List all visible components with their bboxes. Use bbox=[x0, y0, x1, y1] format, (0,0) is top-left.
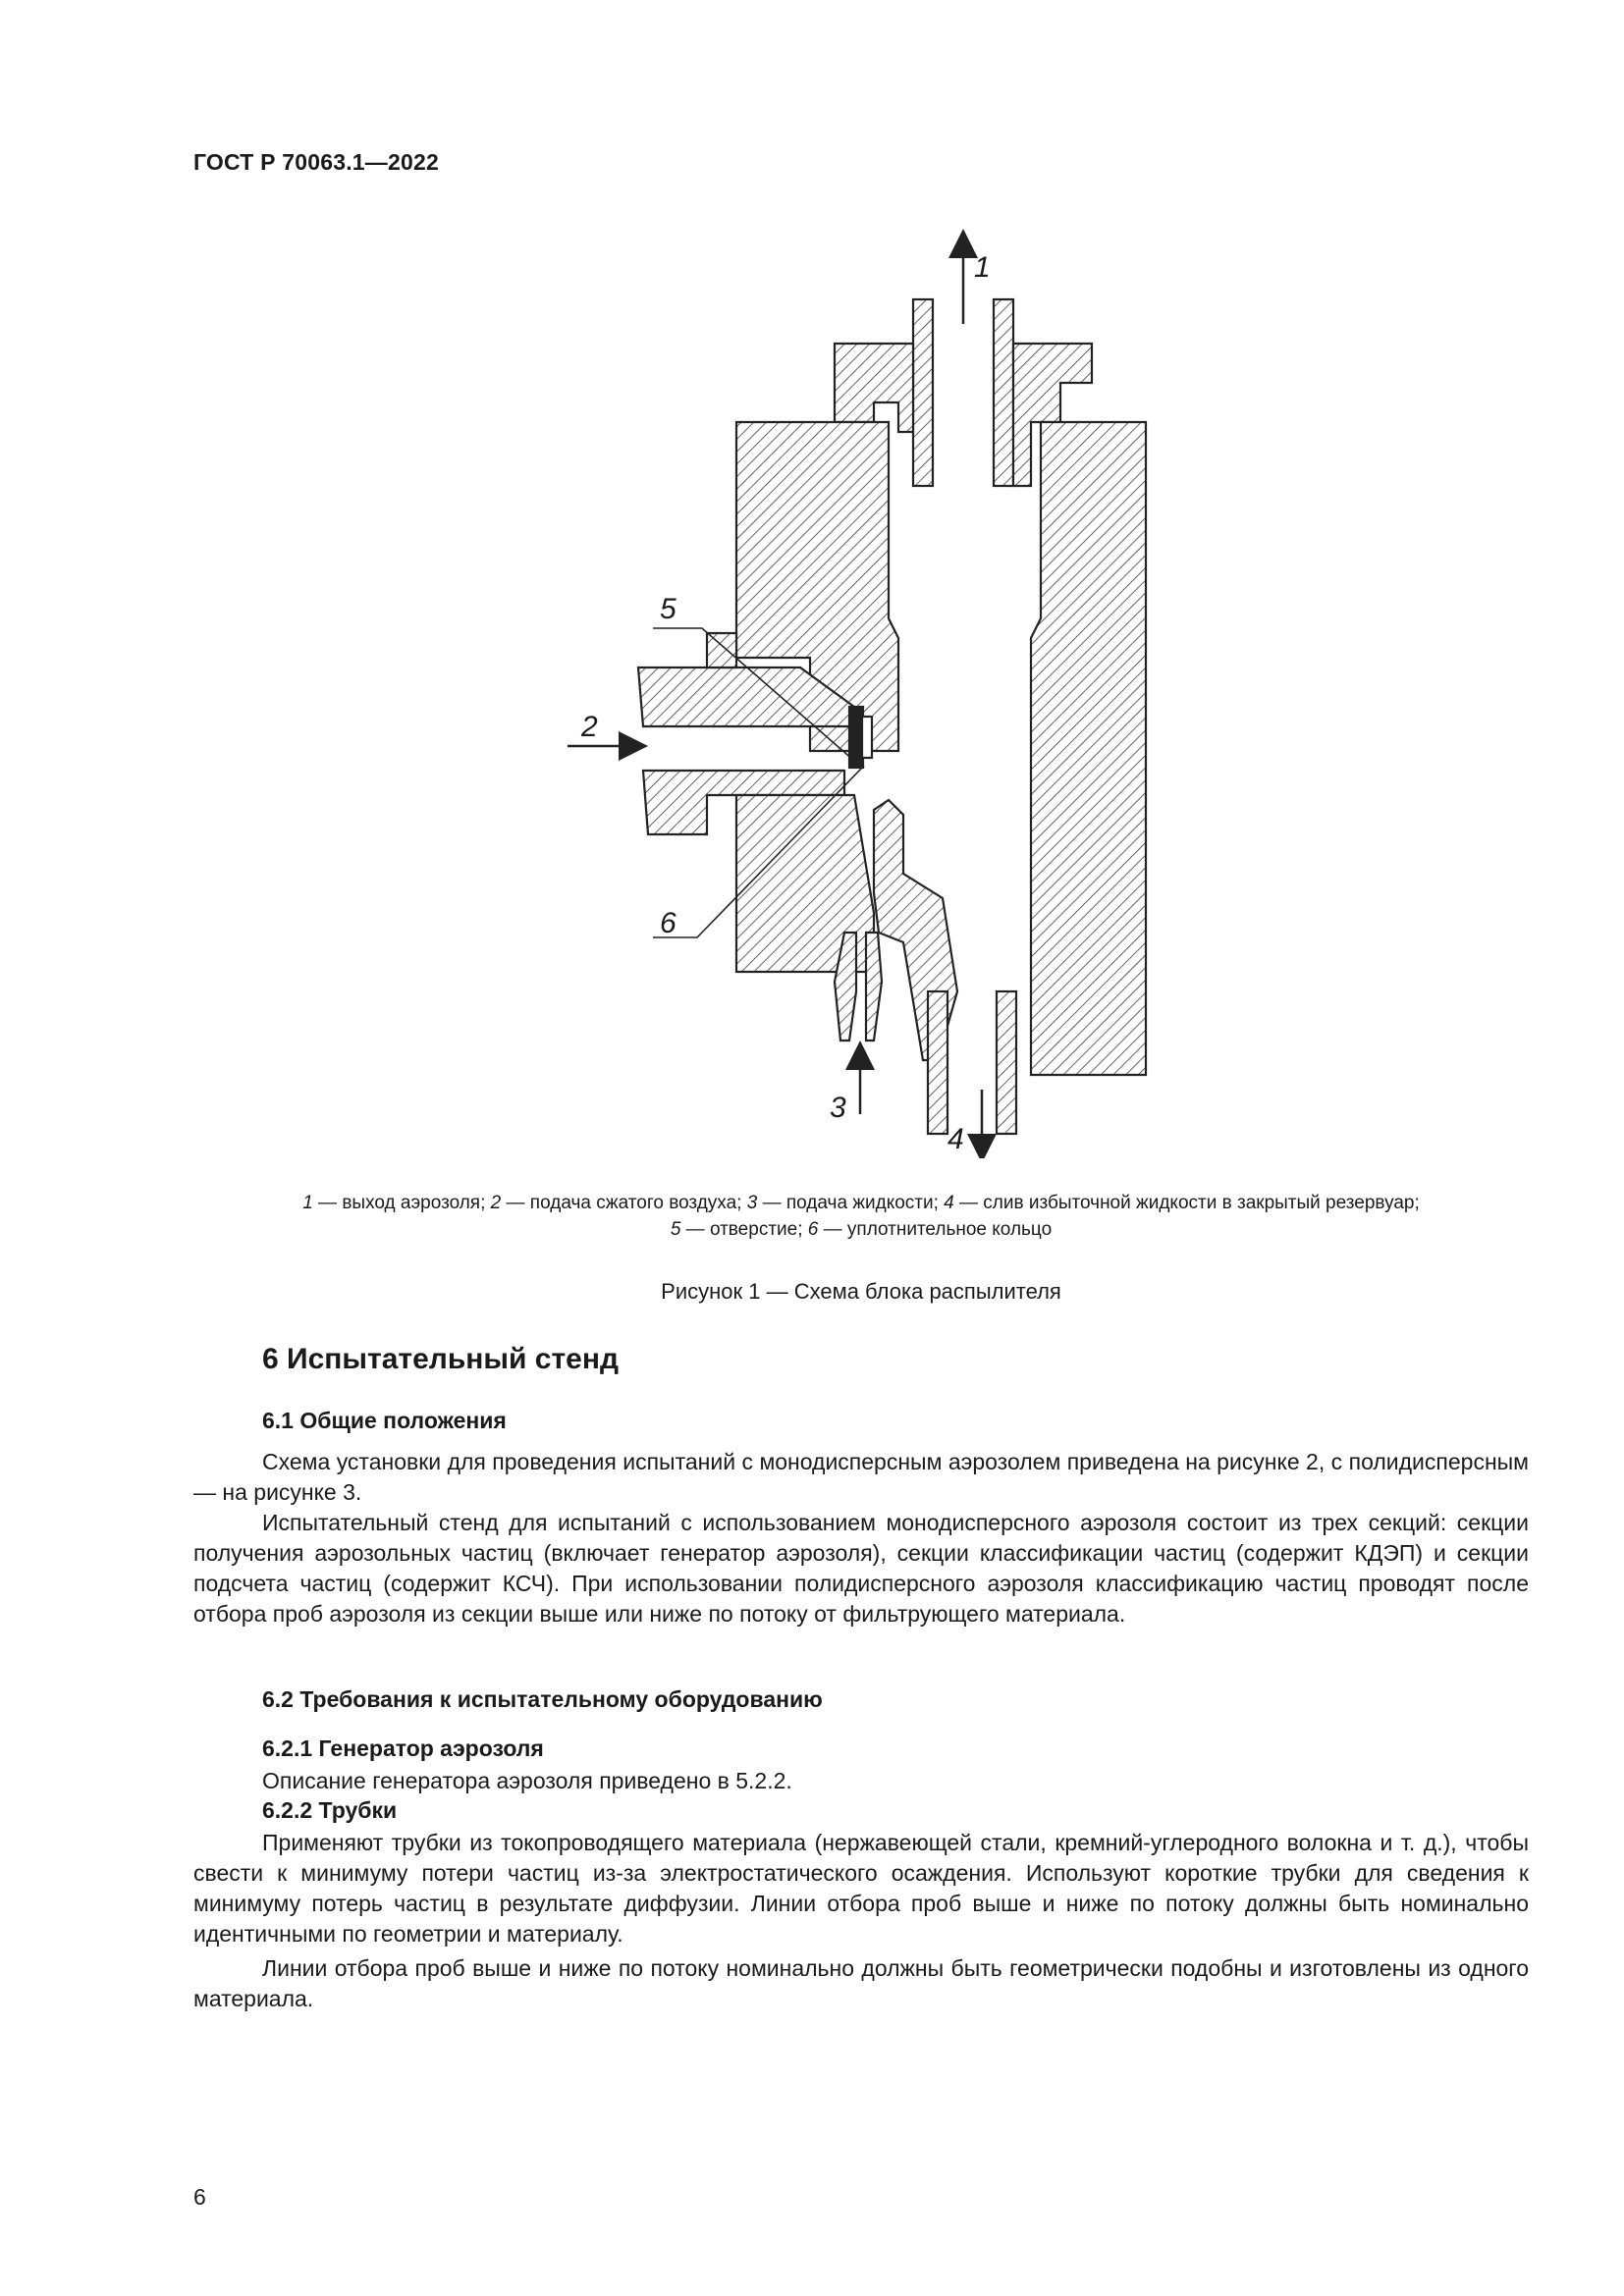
top-flange-left bbox=[833, 342, 915, 434]
legend-num: 5 bbox=[670, 1219, 681, 1240]
subsection-title-6-2: 6.2 Требования к испытательному оборудов… bbox=[262, 1686, 823, 1712]
paragraph-6-2-2-1: Применяют трубки из токопроводящего мате… bbox=[193, 1830, 1529, 1947]
legend-text: — отверстие; bbox=[680, 1219, 808, 1240]
legend-num: 2 bbox=[490, 1193, 502, 1213]
legend-num: 3 bbox=[746, 1193, 758, 1213]
paragraph-6-1-1: Схема установки для проведения испытаний… bbox=[193, 1449, 1529, 1505]
figure-legend: 1 — выход аэрозоля; 2 — подача сжатого в… bbox=[193, 1190, 1529, 1243]
outlet-tube-right bbox=[992, 297, 1015, 488]
label-1: 1 bbox=[974, 251, 991, 284]
legend-text: — подача сжатого воздуха; bbox=[501, 1193, 747, 1213]
legend-text: — слив избыточной жидкости в закрытый ре… bbox=[953, 1193, 1420, 1213]
body-lower-left bbox=[734, 793, 876, 974]
atomizer-diagram: 1 2 3 4 5 6 bbox=[550, 226, 1159, 1158]
air-inlet-upper-step bbox=[705, 631, 738, 669]
legend-text: — выход аэрозоля; bbox=[312, 1193, 491, 1213]
subsection-title-6-2-2: 6.2.2 Трубки bbox=[262, 1797, 398, 1823]
label-5: 5 bbox=[660, 593, 677, 625]
legend-num: 6 bbox=[807, 1219, 819, 1240]
paragraph-6-2-1: Описание генератора аэрозоля приведено в… bbox=[262, 1768, 792, 1793]
subsection-title-6-2-1: 6.2.1 Генератор аэрозоля bbox=[262, 1735, 544, 1761]
body-right bbox=[1029, 420, 1148, 1077]
air-inlet-lower bbox=[641, 769, 846, 836]
legend-text: — подача жидкости; bbox=[757, 1193, 945, 1213]
outlet-tube-left bbox=[911, 297, 935, 488]
label-3: 3 bbox=[830, 1092, 846, 1124]
label-6: 6 bbox=[660, 907, 677, 939]
section-title: 6 Испытательный стенд bbox=[262, 1343, 620, 1375]
drain-tube-left bbox=[926, 989, 949, 1136]
leader-6 bbox=[653, 765, 865, 938]
subsection-title-6-1: 6.1 Общие положения bbox=[262, 1408, 507, 1433]
paragraph-6-2-2-2: Линии отбора проб выше и ниже по потоку … bbox=[193, 1955, 1529, 2011]
atomizer-schematic: 1 2 3 4 5 6 bbox=[568, 229, 1148, 1158]
drain-tube-right bbox=[995, 989, 1018, 1136]
legend-num: 4 bbox=[944, 1193, 954, 1213]
document-header: ГОСТ Р 70063.1—2022 bbox=[193, 149, 439, 175]
body-upper-left bbox=[734, 420, 900, 753]
orifice-plate bbox=[860, 715, 874, 760]
label-4: 4 bbox=[947, 1123, 964, 1155]
liquid-capillary-right bbox=[864, 931, 884, 1042]
legend-text: — уплотнительное кольцо bbox=[818, 1219, 1053, 1240]
label-2: 2 bbox=[580, 711, 598, 743]
legend-num: 1 bbox=[302, 1193, 313, 1213]
paragraph-6-1-2: Испытательный стенд для испытаний с испо… bbox=[193, 1510, 1529, 1627]
leader-5 bbox=[653, 627, 855, 762]
page-number: 6 bbox=[193, 2184, 206, 2210]
figure-caption: Рисунок 1 — Схема блока распылителя bbox=[661, 1279, 1061, 1304]
